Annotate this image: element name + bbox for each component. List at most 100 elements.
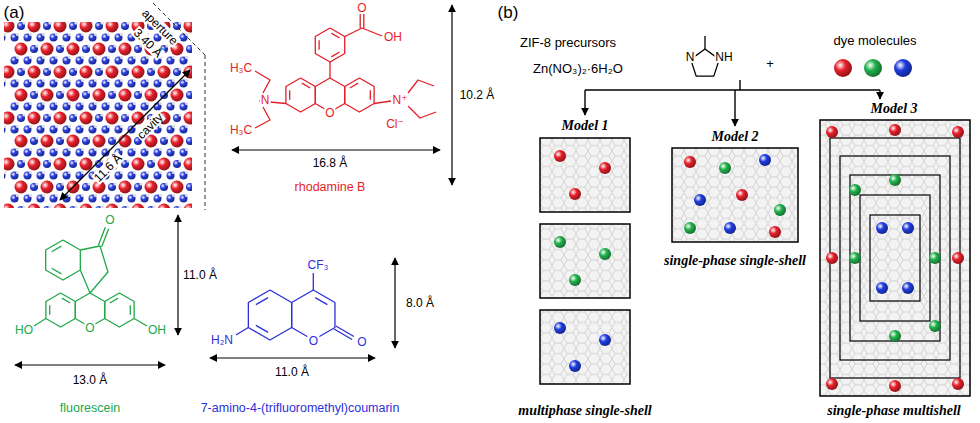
dye-dot <box>719 162 731 174</box>
dye-dot <box>759 154 771 166</box>
zinc-atom <box>145 181 158 194</box>
zinc-atom <box>15 43 28 56</box>
nitrogen-atom <box>167 149 175 157</box>
double-bond <box>336 326 354 337</box>
hydrogen-atom <box>100 22 103 25</box>
nitrogen-atom <box>50 34 58 42</box>
hydrogen-atom <box>159 148 162 151</box>
dimension-arrow <box>232 149 440 150</box>
dye-dot <box>569 274 581 286</box>
nitrogen-atom <box>128 195 136 203</box>
nitrogen-atom <box>37 57 45 65</box>
dye-dot <box>849 184 861 196</box>
nitrogen-atom <box>76 149 84 157</box>
dimension-arrow <box>177 215 178 335</box>
hydrogen-atom <box>29 171 32 174</box>
nitrogen-atom <box>115 80 123 88</box>
hydrogen-atom <box>94 148 97 151</box>
nitrogen-atom <box>108 91 116 99</box>
nitrogen-atom <box>167 195 175 203</box>
nitrogen-atom <box>24 126 32 134</box>
dye-dot <box>876 222 888 234</box>
zinc-atom <box>106 204 119 209</box>
zinc-atom <box>54 204 67 209</box>
double-bond <box>331 52 339 57</box>
nitrogen-atom <box>186 45 192 53</box>
nitrogen-atom <box>17 68 25 76</box>
zinc-atom <box>4 158 15 171</box>
nitrogen-atom <box>11 195 19 203</box>
nitrogen-atom <box>24 103 32 111</box>
double-bond <box>256 325 268 332</box>
hydrogen-atom <box>87 44 90 47</box>
zinc-atom <box>106 112 119 125</box>
zinc-atom <box>184 204 193 209</box>
growth-shell <box>860 195 930 321</box>
bond-line <box>408 106 436 118</box>
crystal-outline <box>540 224 630 298</box>
dye-dot <box>569 188 581 200</box>
nitrogen-atom <box>115 195 123 203</box>
growth-shell <box>840 156 950 360</box>
hydrogen-atom <box>133 194 136 197</box>
hydrogen-atom <box>94 79 97 82</box>
figure-label: 10.2 Å <box>459 89 496 101</box>
hydrogen-atom <box>107 33 110 36</box>
nitrogen-atom <box>186 91 192 99</box>
figure-label: + <box>766 57 774 70</box>
nitrogen-atom <box>69 114 77 122</box>
double-bond <box>350 83 358 88</box>
hydrogen-atom <box>16 102 19 105</box>
hydrogen-atom <box>4 125 6 128</box>
nitrogen-atom <box>76 57 84 65</box>
bond-line <box>255 107 270 128</box>
zinc-atom <box>15 181 28 194</box>
nitrogen-atom <box>141 103 149 111</box>
nitrogen-atom <box>30 91 38 99</box>
nitrogen-atom <box>102 103 110 111</box>
ring-bond <box>292 290 335 340</box>
hydrogen-atom <box>29 102 32 105</box>
hydrogen-atom <box>16 56 19 59</box>
nitrogen-atom <box>24 57 32 65</box>
crystal-outline <box>672 148 798 242</box>
double-bond <box>256 298 268 305</box>
zinc-atom <box>67 135 80 148</box>
hydrogen-atom <box>191 90 192 93</box>
dye-dot <box>889 380 901 392</box>
hydrogen-atom <box>133 171 136 174</box>
nitrogen-atom <box>115 57 123 65</box>
zinc-atom <box>80 204 93 209</box>
nitrogen-atom <box>121 22 129 30</box>
hydrogen-atom <box>152 205 155 208</box>
dye-dot <box>599 162 611 174</box>
hydrogen-atom <box>120 56 123 59</box>
figure-label: 11.6 Å <box>91 151 125 185</box>
double-bond <box>302 83 310 88</box>
zinc-atom <box>171 89 184 102</box>
nitrogen-atom <box>147 206 155 208</box>
nitrogen-atom <box>180 103 188 111</box>
double-bond <box>62 298 70 303</box>
hydrogen-atom <box>42 148 45 151</box>
nitrogen-atom <box>17 160 25 168</box>
nitrogen-atom <box>89 126 97 134</box>
nitrogen-atom <box>56 183 64 191</box>
hydrogen-atom <box>139 182 142 185</box>
nitrogen-atom <box>121 114 129 122</box>
hydrogen-atom <box>178 159 181 162</box>
nitrogen-atom <box>24 172 32 180</box>
hydrogen-atom <box>81 33 84 36</box>
double-bond <box>363 14 364 28</box>
hydrogen-atom <box>126 113 129 116</box>
hydrogen-atom <box>87 136 90 139</box>
hydrogen-atom <box>191 182 192 185</box>
hydrogen-atom <box>74 22 77 25</box>
zinc-atom <box>67 89 80 102</box>
molecule-name: 7-amino-4-(trifluoromethyl)coumarin <box>201 402 400 415</box>
nitrogen-atom <box>186 183 192 191</box>
nitrogen-atom <box>43 160 51 168</box>
dye-dot <box>684 156 696 168</box>
figure-label: 8.0 Å <box>405 297 435 309</box>
